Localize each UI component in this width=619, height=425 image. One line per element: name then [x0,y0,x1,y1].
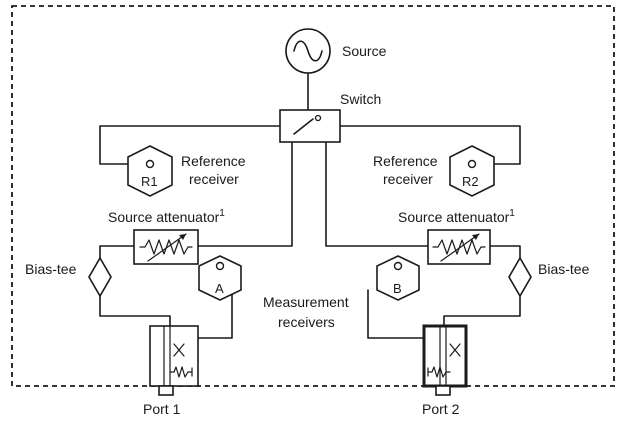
receiver-b-label: B [393,281,402,296]
reference-receiver-right-label-line1: Reference [373,153,438,169]
bias-tee-right-symbol [508,256,532,298]
measurement-receiver-a: A [198,255,242,301]
coupler-port2 [422,324,468,388]
r2-label: R2 [462,174,479,189]
source-label: Source [342,43,387,59]
source-attenuator-right-label: Source attenuator1 [398,208,515,225]
measurement-receiver-b: B [376,255,420,301]
switch-label: Switch [340,91,381,107]
measurement-receivers-label-line1: Measurement [263,294,349,310]
source-attenuator-left [133,229,199,265]
source-attenuator-right [427,229,491,265]
switch-symbol [279,109,341,143]
instrument-boundary [11,5,615,387]
r1-label: R1 [141,174,158,189]
bias-tee-left-symbol [88,256,112,298]
reference-receiver-right-label-line2: receiver [383,171,433,187]
source-attenuator-left-label: Source attenuator1 [108,208,225,225]
port1-label: Port 1 [143,401,181,417]
reference-receiver-r2: R2 [449,145,495,197]
port2-connector [435,385,451,396]
bias-tee-right-label: Bias-tee [538,261,590,277]
source-symbol [285,28,331,74]
reference-receiver-left-label-line1: Reference [181,153,246,169]
receiver-a-label: A [215,281,224,296]
port2-label: Port 2 [422,401,460,417]
coupler-port1 [149,325,199,387]
reference-receiver-r1: R1 [127,145,173,197]
bias-tee-left-label: Bias-tee [25,261,77,277]
port1-connector [158,385,174,396]
measurement-receivers-label-line2: receivers [278,314,335,330]
reference-receiver-left-label-line2: receiver [189,171,239,187]
